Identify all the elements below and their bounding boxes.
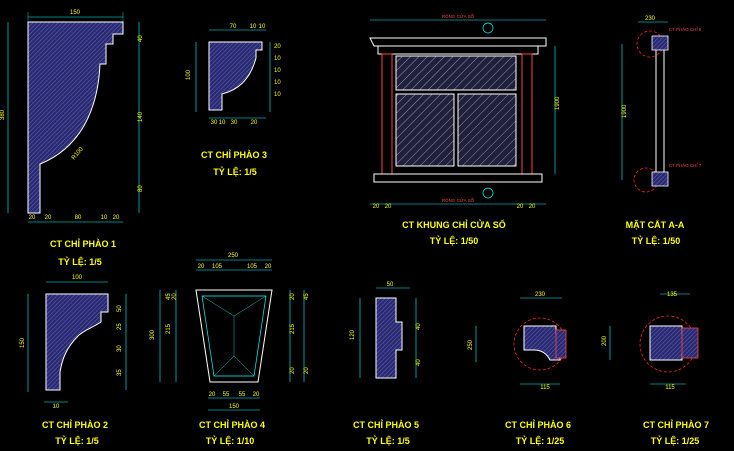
- detail-mat-cat-aa: 230 1900 CT PHÀO CHỈ 6 CT PHÀO CHỈ 7 MẶT…: [621, 16, 702, 246]
- detail-phao-7: 135 200 115 CT CHỈ PHÀO 7 TỶ LỆ: 1/25: [602, 292, 709, 446]
- dim-phao6-height: 250: [468, 339, 474, 350]
- dim-khung-b4: 20: [529, 204, 536, 210]
- dim-phao4-l1: 45: [166, 293, 172, 300]
- dim-phao3-r3: 10: [274, 68, 281, 74]
- dim-phao2-top: 100: [72, 275, 83, 281]
- label-matcat-6: CT PHÀO CHỈ 6: [669, 26, 702, 32]
- dim-phao2-r2: 25: [117, 323, 123, 330]
- scale-phao4: TỶ LỆ: 1/10: [206, 435, 255, 446]
- dim-phao1-radius: R100: [71, 146, 85, 161]
- dim-phao3-top: 70: [230, 24, 237, 30]
- dim-phao1-r1: 40: [138, 35, 144, 42]
- dim-matcat-top: 230: [645, 16, 656, 22]
- label-rong-cua-so-top: RỘNG CỬA SỔ: [442, 13, 475, 19]
- dim-phao6-top: 230: [535, 292, 546, 298]
- title-phao7: CT CHỈ PHÀO 7: [643, 419, 709, 430]
- dim-phao2-r1: 50: [117, 305, 123, 312]
- dim-phao4-top: 250: [228, 253, 239, 259]
- detail-phao-5: 50 120 40 40 CT CHỈ PHÀO 5 TỶ LỆ: 1/5: [350, 282, 422, 446]
- dim-phao1-r3: 80: [138, 185, 144, 192]
- dim-phao3-b3: 30: [231, 120, 238, 126]
- dim-phao5-r2: 40: [416, 359, 422, 366]
- dim-phao4-b1: 20: [209, 392, 216, 398]
- dim-phao4-r3: 45: [304, 293, 310, 300]
- dim-phao4-r4: 20: [304, 367, 310, 374]
- detail-phao-1: 150 380 40 140 80 20 20 80 10 20 R100 CT…: [0, 10, 144, 267]
- title-khung: CT KHUNG CHỈ CỬA SỔ: [402, 219, 506, 230]
- dim-phao4-l3: 215: [166, 323, 172, 334]
- dim-phao2-r4: 35: [117, 369, 123, 376]
- title-phao1: CT CHỈ PHÀO 1: [50, 238, 116, 249]
- dim-phao3-t2: 10: [250, 24, 257, 30]
- detail-phao-2: 100 150 50 25 30 35 10 CT CHỈ PHÀO 2 TỶ …: [20, 275, 127, 446]
- scale-phao3: TỶ LỆ: 1/5: [213, 166, 257, 177]
- title-phao2: CT CHỈ PHÀO 2: [42, 419, 108, 430]
- dim-phao4-t1: 105: [212, 264, 223, 270]
- detail-phao-3: 70 10 10 100 20 10 10 10 10 30 10 30 20 …: [186, 24, 281, 177]
- scale-phao6: TỶ LỆ: 1/25: [516, 435, 565, 446]
- dim-phao3-b1: 30: [211, 120, 218, 126]
- label-matcat-7: CT PHÀO CHỈ 7: [669, 162, 702, 168]
- dim-phao3-r1: 20: [274, 44, 281, 50]
- scale-khung: TỶ LỆ: 1/50: [430, 235, 479, 246]
- title-phao6: CT CHỈ PHÀO 6: [505, 419, 571, 430]
- dim-phao1-b2: 20: [45, 215, 52, 221]
- dim-phao4-t3: 20: [198, 264, 205, 270]
- dim-phao7-height: 200: [602, 335, 608, 346]
- title-phao4: CT CHỈ PHÀO 4: [199, 419, 265, 430]
- dim-khung-b2: 20: [385, 204, 392, 210]
- dim-phao5-height: 120: [350, 329, 356, 340]
- dim-phao5-r1: 40: [416, 323, 422, 330]
- dim-phao4-r1: 215: [290, 323, 296, 334]
- dim-phao4-height-l: 300: [150, 329, 156, 340]
- dim-phao6-bottom: 115: [540, 385, 550, 391]
- dim-phao3-r2: 10: [274, 56, 281, 62]
- dim-phao1-b4: 10: [101, 215, 108, 221]
- dim-phao4-t2: 105: [247, 264, 258, 270]
- dim-phao4-t4: 20: [265, 264, 272, 270]
- dim-matcat-height: 1900: [622, 104, 628, 118]
- dim-phao3-height: 100: [186, 69, 192, 80]
- scale-phao2: TỶ LỆ: 1/5: [55, 435, 99, 446]
- dim-phao1-b1: 20: [29, 215, 36, 221]
- dim-phao2-height: 150: [20, 337, 26, 348]
- dim-phao4-b2: 55: [223, 392, 230, 398]
- dim-phao3-b4: 20: [251, 120, 258, 126]
- dim-phao1-width: 150: [70, 10, 81, 16]
- dim-phao4-l2: 20: [172, 293, 178, 300]
- label-rong-cua-so-bottom: RỘNG CỬA SỔ: [442, 197, 475, 203]
- dim-phao4-b4: 20: [253, 392, 260, 398]
- dim-phao4-bottom: 150: [229, 404, 240, 410]
- dim-khung-b1: 20: [373, 204, 380, 210]
- dim-phao1-b5: 20: [113, 215, 120, 221]
- dim-phao2-r3: 30: [117, 345, 123, 352]
- dim-phao1-b3: 80: [75, 215, 82, 221]
- dim-phao3-t3: 10: [259, 24, 266, 30]
- dim-khung-b3: 20: [517, 204, 524, 210]
- detail-khung-cua-so: RỘNG CỬA SỔ RỘNG CỬA SỔ 1900 20 20 20 20…: [369, 13, 561, 246]
- scale-phao5: TỶ LỆ: 1/5: [366, 435, 410, 446]
- scale-phao1: TỶ LỆ: 1/5: [58, 256, 102, 267]
- detail-phao-6: 230 250 115 CT CHỈ PHÀO 6 TỶ LỆ: 1/25: [468, 292, 571, 446]
- dim-phao1-height: 380: [0, 109, 6, 120]
- dim-phao3-r5: 10: [274, 92, 281, 98]
- dim-phao5-top: 50: [387, 282, 394, 288]
- dim-khung-height: 1900: [555, 96, 561, 110]
- dim-phao3-b2: 10: [219, 120, 226, 126]
- dim-phao2-bottom: 10: [53, 404, 60, 410]
- title-phao5: CT CHỈ PHÀO 5: [353, 419, 419, 430]
- dim-phao7-bottom: 115: [665, 385, 675, 391]
- title-matcat: MẶT CẮT A-A: [626, 220, 685, 230]
- dim-phao7-top: 135: [667, 292, 678, 298]
- dim-phao1-r2: 140: [138, 111, 144, 122]
- scale-matcat: TỶ LỆ: 1/50: [632, 235, 681, 246]
- title-phao3: CT CHỈ PHÀO 3: [201, 149, 267, 160]
- dim-phao4-b3: 55: [239, 392, 246, 398]
- dim-phao4-r5: 20: [290, 367, 296, 374]
- dim-phao3-r4: 10: [274, 80, 281, 86]
- scale-phao7: TỶ LỆ: 1/25: [651, 435, 700, 446]
- detail-phao-4: 250 105 105 20 20 300 45 20 215 215 20 4…: [150, 253, 310, 446]
- dim-phao4-r2: 20: [290, 293, 296, 300]
